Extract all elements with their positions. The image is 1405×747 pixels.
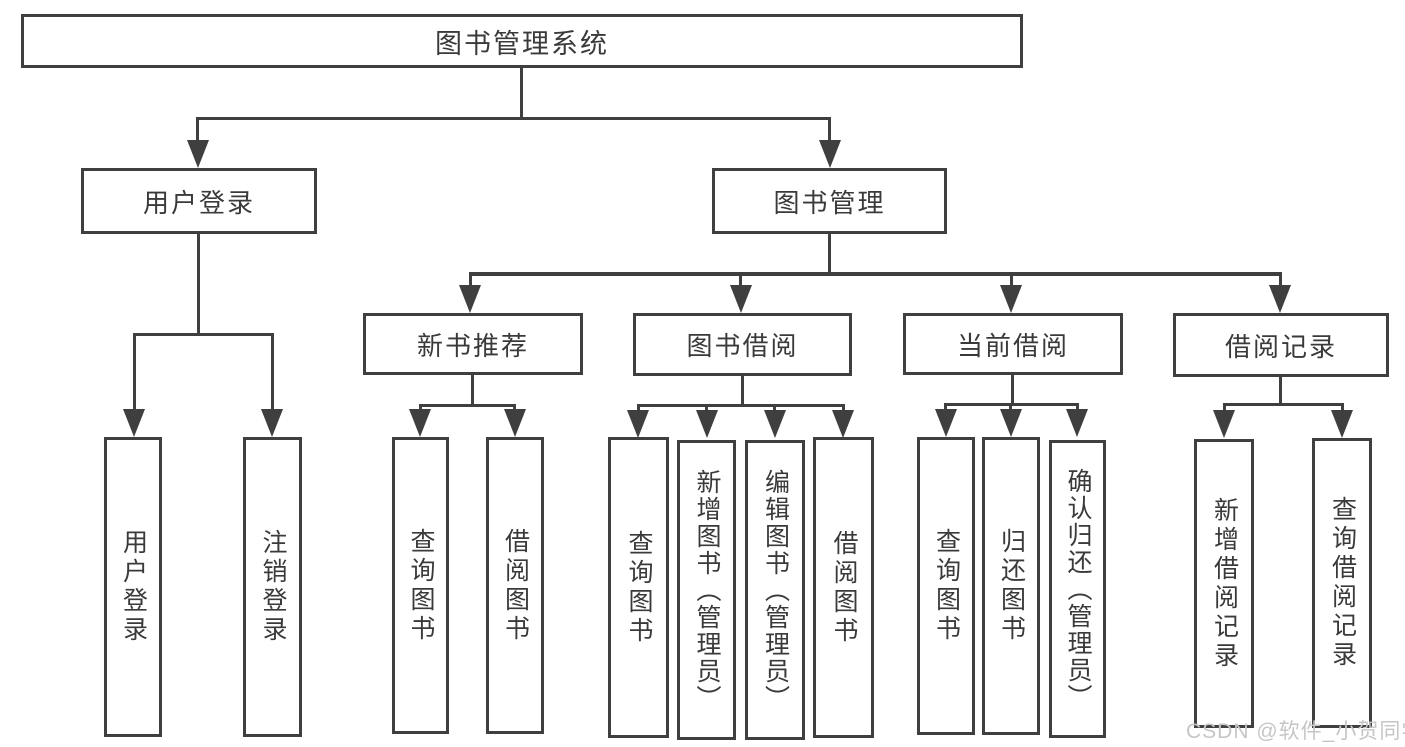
node-borrow-records: 借阅记录 [1173,313,1389,377]
connector-book-borrow-stem-3 [773,404,776,412]
arrow-down-icon [627,410,649,438]
connector-book-mgmt-stem [828,234,831,275]
leaf-query-books-3: 查询图书 [917,437,975,735]
connector-book-borrow-stem [741,376,744,406]
arrow-down-icon [832,410,854,438]
connector-user-login-bar [133,333,274,336]
leaf-query-books-1: 查询图书 [392,437,449,734]
connector-current-borrow-stem-2 [1009,403,1012,411]
connector-new-book-stem [471,375,474,406]
connector-borrow-records-stem-1 [1223,403,1226,412]
connector-book-borrow-stem-4 [842,404,845,412]
connector-book-mgmt-stem-4 [1279,272,1282,287]
arrow-down-icon [696,410,718,438]
connector-book-borrow-stem-1 [637,404,640,412]
node-root: 图书管理系统 [21,14,1023,68]
arrow-down-icon [1269,285,1291,313]
arrow-down-icon [187,140,209,168]
connector-user-login-right-stem [271,333,274,411]
connector-current-borrow-stem-3 [1076,403,1079,411]
node-new-book-recommend: 新书推荐 [363,313,583,375]
node-book-management: 图书管理 [712,168,947,234]
leaf-borrow-books-1: 借阅图书 [486,437,544,734]
arrow-down-icon [1331,410,1353,438]
node-current-borrow: 当前借阅 [903,313,1123,375]
connector-book-borrow-stem-2 [705,404,708,412]
connector-borrow-records-stem [1279,377,1282,405]
connector-book-mgmt-stem-2 [739,272,742,287]
arrow-down-icon [1000,285,1022,313]
arrow-down-icon [935,409,957,437]
connector-borrow-records-stem-2 [1341,403,1344,412]
connector-user-login-stem [197,234,200,335]
connector-root-bar [196,117,831,120]
leaf-logout: 注销登录 [243,437,302,737]
csdn-watermark: CSDN @软件_小贺同学 [1186,720,1405,743]
node-book-borrow: 图书借阅 [633,313,852,376]
leaf-query-borrow-record: 查询借阅记录 [1312,438,1372,728]
leaf-borrow-books-2: 借阅图书 [813,437,874,738]
connector-user-login-left-stem [133,333,136,411]
connector-borrow-records-bar [1223,403,1344,406]
arrow-down-icon [730,285,752,313]
connector-root-left-stem [196,117,199,142]
connector-current-borrow-stem [1011,375,1014,405]
node-user-login: 用户登录 [81,168,317,234]
leaf-confirm-return-admin: 确认归还（管理员） [1049,440,1106,738]
arrow-down-icon [123,409,145,437]
connector-book-mgmt-stem-3 [1010,272,1013,287]
connector-root-stem [520,68,523,120]
connector-book-borrow-bar [637,404,844,407]
arrow-down-icon [459,285,481,313]
connector-new-book-bar [419,404,516,407]
arrow-down-icon [409,409,431,437]
arrow-down-icon [261,409,283,437]
arrow-down-icon [1066,409,1088,437]
connector-new-book-stem-2 [513,404,516,412]
connector-current-borrow-stem-1 [944,403,947,411]
arrow-down-icon [504,409,526,437]
connector-new-book-stem-1 [419,404,422,412]
arrow-down-icon [1000,409,1022,437]
leaf-return-books: 归还图书 [982,437,1040,735]
leaf-user-login: 用户登录 [104,437,162,737]
leaf-edit-books-admin: 编辑图书（管理员） [745,440,805,740]
leaf-add-books-admin: 新增图书（管理员） [677,440,736,740]
connector-current-borrow-bar [945,403,1079,406]
arrow-down-icon [1213,410,1235,438]
connector-book-mgmt-bar [469,272,1282,276]
connector-root-right-stem [828,117,831,142]
leaf-query-books-2: 查询图书 [608,437,669,738]
arrow-down-icon [819,140,841,168]
connector-book-mgmt-stem-1 [469,272,472,287]
leaf-add-borrow-record: 新增借阅记录 [1194,439,1254,728]
arrow-down-icon [764,410,786,438]
